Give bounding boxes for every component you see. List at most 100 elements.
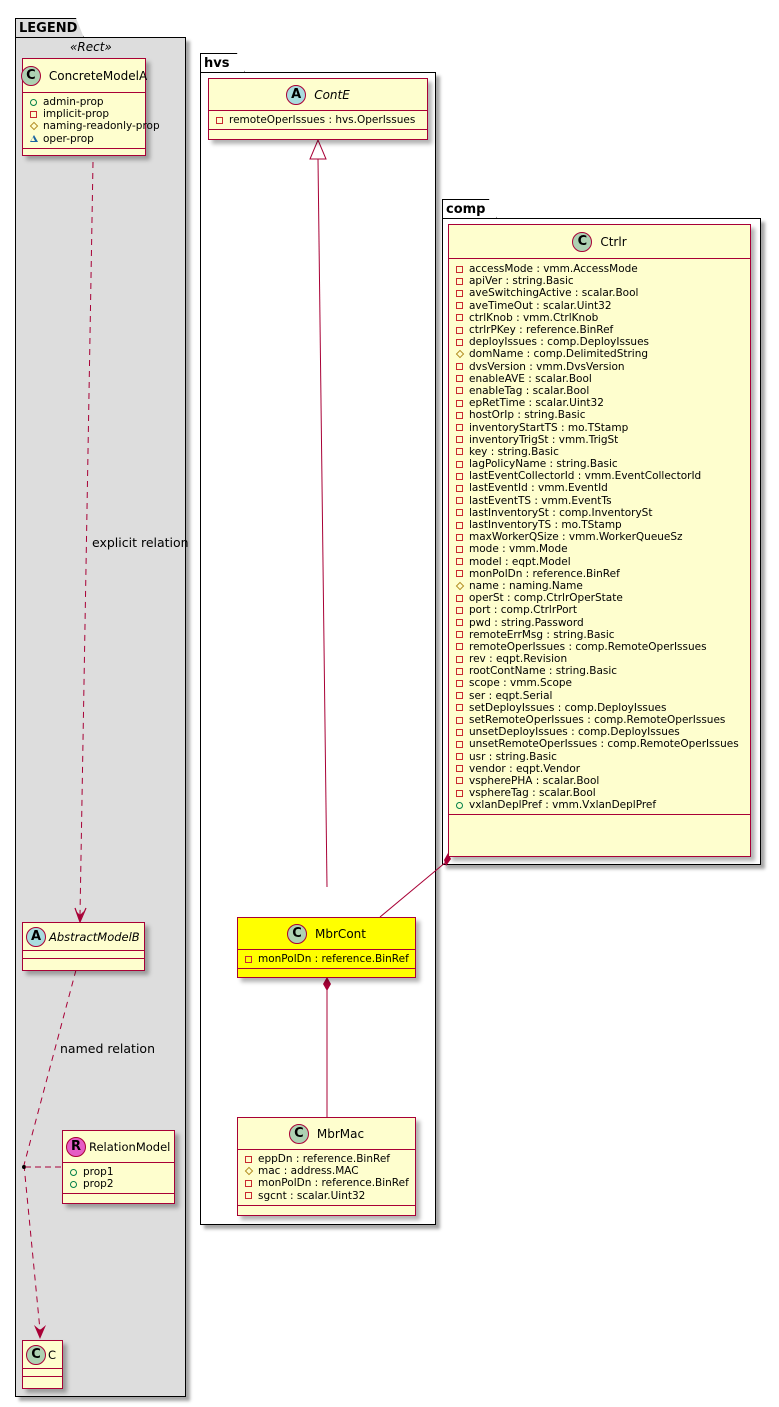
- generalization-arrowhead: [309, 138, 327, 160]
- attribute-row: ctrlrPKey : reference.BinRef: [455, 324, 744, 336]
- named-relation-line-upper: [23, 969, 77, 1166]
- private-visibility-icon: [456, 606, 463, 614]
- attribute-row: vxlanDeplPref : vmm.VxlanDeplPref: [455, 799, 744, 811]
- private-visibility-icon: [456, 594, 463, 602]
- private-visibility-icon: [456, 728, 463, 736]
- attribute-row: setRemoteOperIssues : comp.RemoteOperIss…: [455, 714, 744, 726]
- private-visibility-icon: [456, 679, 463, 687]
- private-visibility-icon: [456, 326, 463, 334]
- attribute-row: scope : vmm.Scope: [455, 677, 744, 689]
- attribute-text: deployIssues : comp.DeployIssues: [469, 336, 649, 349]
- class-name: MbrCont: [315, 926, 366, 941]
- class-abstract-model-b[interactable]: A AbstractModelB: [22, 922, 145, 971]
- attribute-row: inventoryTrigSt : vmm.TrigSt: [455, 434, 744, 446]
- attribute-text: setRemoteOperIssues : comp.RemoteOperIss…: [469, 714, 726, 727]
- private-visibility-icon: [456, 265, 463, 273]
- private-visibility-icon: [456, 765, 463, 773]
- attribute-text: unsetDeployIssues : comp.DeployIssues: [469, 726, 680, 739]
- attribute-row: domName : comp.DelimitedString: [455, 348, 744, 360]
- class-c[interactable]: C C: [22, 1340, 63, 1389]
- attribute-row: aveSwitchingActive : scalar.Bool: [455, 287, 744, 299]
- attribute-row: lagPolicyName : string.Basic: [455, 458, 744, 470]
- attribute-text: setDeployIssues : comp.DeployIssues: [469, 701, 667, 714]
- private-visibility-icon: [456, 314, 463, 322]
- protected-visibility-icon: [29, 122, 38, 131]
- private-visibility-icon: [456, 289, 463, 297]
- public-visibility-icon: [30, 98, 37, 106]
- attribute-text: maxWorkerQSize : vmm.WorkerQueueSz: [469, 531, 683, 544]
- private-visibility-icon: [456, 533, 463, 541]
- private-visibility-icon: [456, 655, 463, 663]
- hvs-package-title: hvs: [204, 56, 230, 71]
- private-visibility-icon: [456, 643, 463, 651]
- relation-class-icon: R: [66, 1136, 86, 1157]
- attribute-text: admin-prop: [43, 96, 104, 109]
- attribute-text: prop1: [83, 1166, 114, 1179]
- attribute-row: eppDn : reference.BinRef: [244, 1153, 409, 1165]
- private-visibility-icon: [456, 521, 463, 529]
- attribute-row: remoteOperIssues : comp.RemoteOperIssues: [455, 641, 744, 653]
- class-name: MbrMac: [316, 1126, 365, 1141]
- private-visibility-icon: [456, 424, 463, 432]
- attribute-text: rootContName : string.Basic: [469, 665, 618, 678]
- private-visibility-icon: [216, 116, 223, 124]
- legend-stereotype: «Rect»: [70, 40, 112, 54]
- named-relation-arrowhead: [34, 1325, 46, 1339]
- attribute-row: deployIssues : comp.DeployIssues: [455, 336, 744, 348]
- private-visibility-icon: [456, 277, 463, 285]
- class-mbr-cont[interactable]: C MbrCont monPolDn : reference.BinRef: [237, 917, 416, 978]
- attribute-text: eppDn : reference.BinRef: [258, 1153, 390, 1166]
- attribute-row: remoteErrMsg : string.Basic: [455, 629, 744, 641]
- attribute-text: lagPolicyName : string.Basic: [469, 458, 618, 471]
- attribute-text: lastEventTS : vmm.EventTs: [469, 494, 612, 507]
- attribute-text: vspherePHA : scalar.Bool: [469, 774, 600, 787]
- generalization-line: [317, 158, 328, 888]
- attribute-row: key : string.Basic: [455, 446, 744, 458]
- public-visibility-icon: [70, 1180, 77, 1188]
- attribute-row: enableAVE : scalar.Bool: [455, 373, 744, 385]
- attribute-row: mode : vmm.Mode: [455, 543, 744, 555]
- attribute-row: implicit-prop: [29, 108, 139, 120]
- protected-visibility-icon: [455, 350, 464, 359]
- explicit-relation-line: [79, 161, 94, 916]
- attribute-row: usr : string.Basic: [455, 751, 744, 763]
- attribute-row: port : comp.CtrlrPort: [455, 604, 744, 616]
- attribute-text: operSt : comp.CtrlrOperState: [469, 592, 623, 605]
- attribute-text: remoteOperIssues : comp.RemoteOperIssues: [469, 640, 707, 653]
- private-visibility-icon: [456, 740, 463, 748]
- private-visibility-icon: [456, 302, 463, 310]
- comp-package-title: comp: [446, 202, 486, 217]
- explicit-relation-label: explicit relation: [92, 535, 189, 550]
- class-cont-e[interactable]: A ContE remoteOperIssues : hvs.OperIssue…: [208, 78, 428, 140]
- attribute-text: hostOrIp : string.Basic: [469, 409, 586, 422]
- private-visibility-icon: [456, 545, 463, 553]
- private-visibility-icon: [456, 777, 463, 785]
- attribute-text: key : string.Basic: [469, 445, 559, 458]
- class-icon: C: [287, 923, 308, 944]
- attribute-row: dvsVersion : vmm.DvsVersion: [455, 361, 744, 373]
- attribute-text: accessMode : vmm.AccessMode: [469, 263, 638, 276]
- attribute-text: oper-prop: [43, 132, 94, 145]
- attribute-text: enableAVE : scalar.Bool: [469, 372, 592, 385]
- private-visibility-icon: [456, 704, 463, 712]
- package-visibility-icon: [29, 135, 38, 143]
- private-visibility-icon: [456, 692, 463, 700]
- attribute-text: naming-readonly-prop: [43, 120, 160, 133]
- attribute-row: maxWorkerQSize : vmm.WorkerQueueSz: [455, 531, 744, 543]
- abstract-class-icon: A: [286, 84, 307, 105]
- class-icon: C: [20, 65, 41, 86]
- attribute-text: remoteErrMsg : string.Basic: [469, 628, 615, 641]
- attribute-list: remoteOperIssues : hvs.OperIssues: [209, 111, 427, 131]
- mbrcont-composition-diamond: [323, 977, 331, 991]
- attribute-row: setDeployIssues : comp.DeployIssues: [455, 702, 744, 714]
- class-icon: C: [572, 231, 593, 252]
- attribute-row: apiVer : string.Basic: [455, 275, 744, 287]
- attribute-row: name : naming.Name: [455, 580, 744, 592]
- attribute-row: lastInventoryTS : mo.TStamp: [455, 519, 744, 531]
